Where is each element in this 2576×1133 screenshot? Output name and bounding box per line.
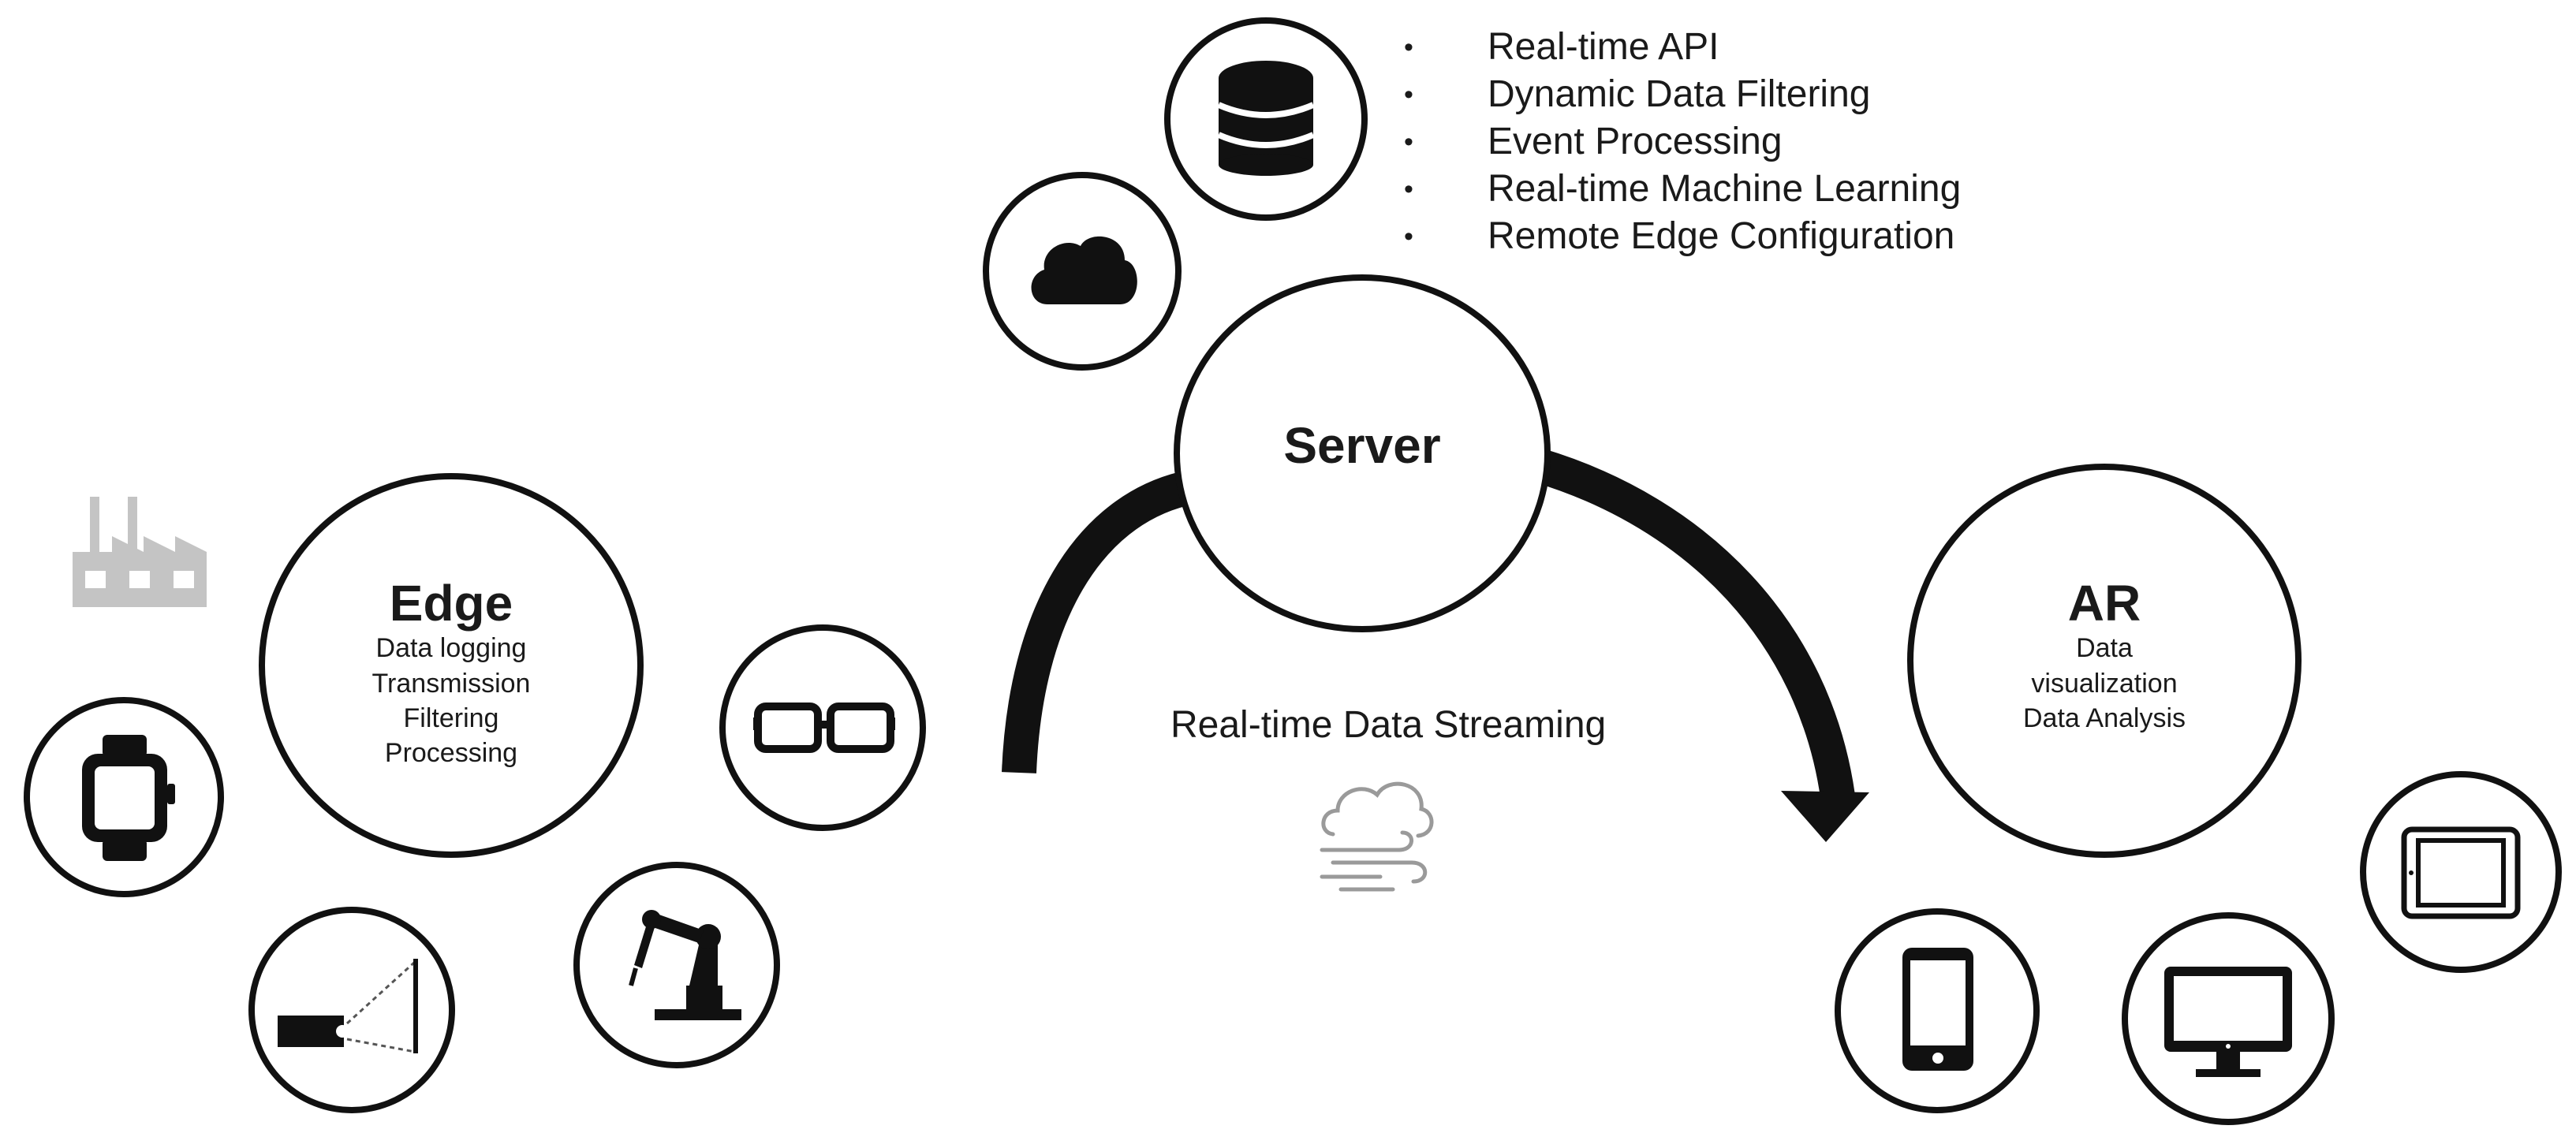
cloud-wind-icon bbox=[1320, 781, 1434, 892]
factory-icon bbox=[73, 497, 207, 607]
ar-node bbox=[1907, 464, 2302, 858]
edge-line: Transmission bbox=[371, 668, 531, 699]
edge-line: Processing bbox=[384, 737, 518, 768]
edge-node bbox=[259, 473, 644, 858]
ar-line: Data Analysis bbox=[2023, 703, 2186, 733]
edge-line: Data logging bbox=[375, 633, 527, 664]
smartphone-icon bbox=[1902, 948, 1973, 1071]
robot-arm-icon bbox=[629, 910, 741, 1020]
server-title: Server bbox=[1283, 417, 1441, 474]
server-feature-item: Dynamic Data Filtering bbox=[1404, 71, 1961, 118]
edge-line: Filtering bbox=[403, 703, 499, 733]
desktop-monitor-icon bbox=[2164, 967, 2292, 1077]
server-label: Server bbox=[1174, 417, 1551, 474]
ar-line: visualization bbox=[2031, 668, 2178, 699]
robot-arm-node bbox=[573, 862, 780, 1068]
ar-line: Data bbox=[2076, 633, 2133, 664]
server-feature-item: Event Processing bbox=[1404, 118, 1961, 166]
server-feature-item: Real-time Machine Learning bbox=[1404, 166, 1961, 213]
smartphone-node bbox=[1835, 908, 2040, 1113]
server-node bbox=[1174, 274, 1551, 632]
server-feature-list: Real-time API Dynamic Data Filtering Eve… bbox=[1404, 24, 1961, 260]
ar-label: AR Data visualization Data Analysis bbox=[1907, 576, 2302, 736]
projector-icon bbox=[278, 959, 418, 1053]
edge-label: Edge Data logging Transmission Filtering… bbox=[259, 576, 644, 770]
server-feature-item: Remote Edge Configuration bbox=[1404, 213, 1961, 260]
smart-glasses-icon bbox=[753, 703, 895, 753]
cloud-icon bbox=[1031, 236, 1137, 304]
database-icon bbox=[1217, 61, 1315, 176]
streaming-caption: Real-time Data Streaming bbox=[1170, 704, 1607, 746]
edge-title: Edge bbox=[389, 575, 513, 632]
ar-title: AR bbox=[2067, 575, 2141, 632]
projector-node bbox=[248, 907, 455, 1113]
tablet-icon bbox=[2401, 826, 2521, 919]
server-feature-item: Real-time API bbox=[1404, 24, 1961, 71]
tablet-node bbox=[2360, 771, 2562, 973]
smartwatch-icon bbox=[82, 735, 175, 861]
